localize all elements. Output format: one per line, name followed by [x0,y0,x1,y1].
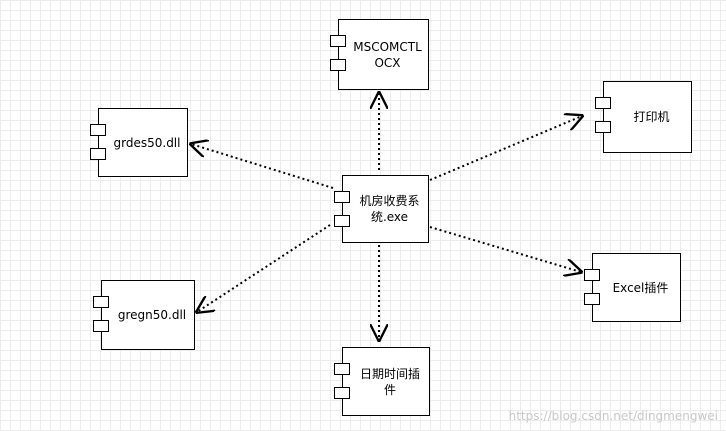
component-port-icon [334,363,350,375]
watermark-text: https://blog.csdn.net/dingmengwei [508,409,718,423]
component-port-icon [90,124,106,136]
excel-plugin-component[interactable]: Excel插件 [584,253,681,322]
component-port-icon [330,35,346,47]
component-port-icon [93,320,109,332]
datetime-plugin-component[interactable]: 日期时间插 件 [334,347,430,416]
dependency-arrow-excel [429,226,581,272]
printer-component[interactable]: 打印机 [595,81,692,153]
main-exe-component[interactable]: 机房收费系 统.exe [334,175,429,243]
component-port-icon [334,191,350,203]
component-port-icon [90,148,106,160]
grdes-dll-component[interactable]: grdes50.dll [90,108,188,177]
dependency-arrow-printer [429,116,582,181]
dependency-arrow-gregn [197,224,331,312]
component-port-icon [584,269,600,281]
mscomctl-label: MSCOMCTL OCX [353,39,422,70]
datetime-plugin-label: 日期时间插 件 [359,366,420,397]
printer-label: 打印机 [633,110,670,124]
gregn-dll-component[interactable]: gregn50.dll [93,280,195,350]
grdes-dll-label: grdes50.dll [113,135,181,150]
component-port-icon [334,387,350,399]
component-port-icon [334,215,350,227]
component-port-icon [330,59,346,71]
component-port-icon [584,293,600,305]
component-port-icon [595,121,611,133]
main-exe-label: 机房收费系 统.exe [359,194,420,224]
excel-plugin-label: Excel插件 [612,280,669,295]
component-port-icon [595,97,611,109]
gregn-dll-label: gregn50.dll [117,308,187,322]
mscomctl-component[interactable]: MSCOMCTL OCX [330,19,429,90]
component-port-icon [93,296,109,308]
dependency-arrow-grdes [191,144,334,189]
